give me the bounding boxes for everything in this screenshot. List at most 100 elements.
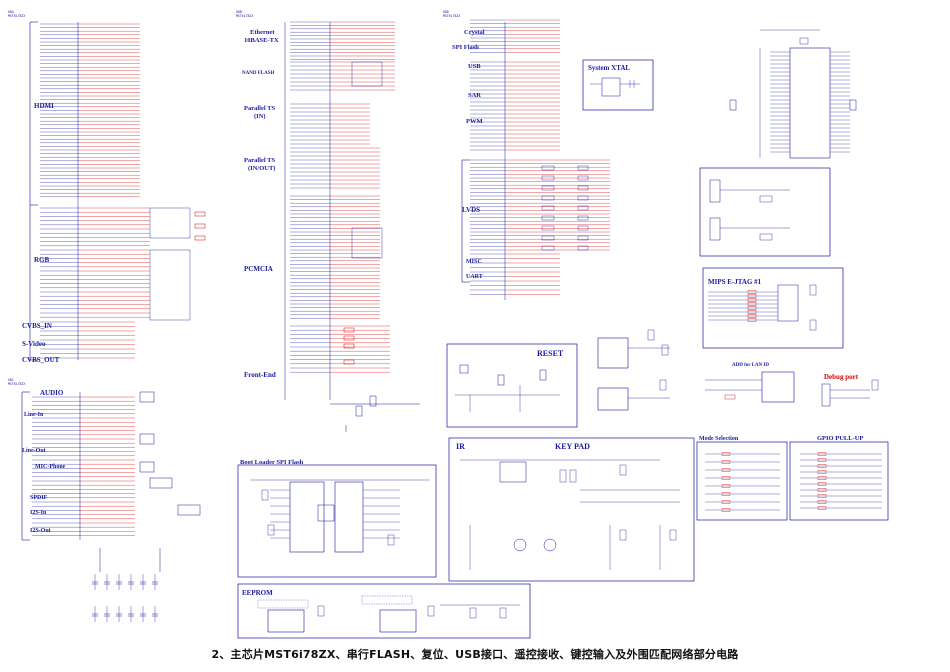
section-pwm: PWM: [466, 118, 483, 125]
component: [577, 175, 589, 181]
component: [577, 165, 589, 171]
component: [577, 205, 589, 211]
section-line-in: Line-In: [24, 412, 44, 418]
section-hdmi: HDMI: [34, 102, 54, 110]
nand-flash-pins: [770, 51, 850, 153]
ir-keypad-block: [448, 437, 695, 582]
component: [577, 195, 589, 201]
section-i2s-in: I2S-In: [30, 510, 47, 516]
component: [541, 165, 555, 171]
ref-label: MST6i78ZX: [8, 382, 25, 386]
pin-list-left: [40, 23, 150, 359]
component: [541, 215, 555, 221]
component: [747, 302, 757, 306]
section-i2s-out: I2S-Out: [30, 528, 51, 534]
component: [577, 185, 589, 191]
gpio-pullup-rows: [800, 452, 882, 510]
decoupling-capacitors: [92, 574, 158, 622]
middle-resistor-arrays: [330, 61, 420, 432]
reset-supervisor-ics: [597, 329, 670, 411]
block-hdmi-rgb: U8A MST6i78ZX: [8, 10, 79, 361]
section-eeprom: EEPROM: [242, 589, 273, 597]
ref-label: U8D: [443, 10, 449, 14]
section-ethernet-line2: 10BASE-TX: [244, 37, 279, 44]
section-cvbs-in: CVBS_IN: [22, 322, 52, 330]
component: [817, 488, 827, 492]
component: [747, 314, 757, 318]
section-boot-loader: Boot Loader SPI Flash: [240, 459, 304, 466]
reset-block: [446, 343, 578, 428]
section-key-pad: KEY PAD: [555, 442, 590, 451]
component: [577, 215, 589, 221]
pin-list-audio: [32, 396, 135, 536]
component: [541, 205, 555, 211]
pin-list-u8d: [470, 19, 610, 295]
section-crystal: Crystal: [464, 29, 485, 36]
section-front-end: Front-End: [244, 371, 276, 379]
lan-id-eeprom: [705, 371, 795, 403]
component: [817, 458, 827, 462]
ref-label: MST6i78ZX: [443, 14, 460, 18]
component: [817, 500, 827, 504]
section-add-for-lan-id: ADD for LAN ID: [732, 363, 769, 368]
debug-port-block: [821, 379, 879, 407]
section-uart: UART: [466, 274, 483, 280]
ref-label: U8A: [8, 10, 14, 14]
section-audio: AUDIO: [40, 389, 64, 397]
component: [721, 484, 731, 488]
figure-caption: 2、主芯片MST6i78ZX、串行FLASH、复位、USB接口、遥控接收、键控输…: [211, 648, 739, 661]
component: [747, 310, 757, 314]
section-spdif: SPDIF: [30, 495, 48, 501]
section-parallel-ts-in: Parallel TS (IN): [244, 105, 277, 120]
section-s-video: S-Video: [22, 340, 46, 348]
section-rgb: RGB: [34, 256, 50, 264]
section-mic-phone: MIC-Phone: [35, 464, 66, 470]
component: [541, 175, 555, 181]
jtag-signal-lines: [708, 290, 778, 322]
component: [541, 235, 555, 241]
section-system-xtal: System XTAL: [588, 64, 630, 72]
section-pcmcia: PCMCIA: [244, 265, 273, 273]
component: [747, 290, 757, 294]
section-mode-selection: Mode Selection: [699, 436, 739, 442]
component: [817, 464, 827, 468]
block-middle: U8B MST6i78ZX: [236, 10, 331, 400]
component: [721, 492, 731, 496]
eeprom-block: [237, 583, 531, 639]
gpio-pullup-block: [789, 441, 889, 521]
component: [721, 452, 731, 456]
component: [721, 460, 731, 464]
section-spi-flash: SPI Flash: [452, 44, 479, 51]
component: [817, 476, 827, 480]
lvds-resistor-bank: [541, 165, 589, 251]
component: [747, 298, 757, 302]
mode-selection-block: [696, 441, 788, 521]
block-u8d: U8D MST6i78ZX: [443, 10, 506, 300]
section-nand-flash: NAND FLASH: [242, 71, 274, 76]
nand-flash-ic: [729, 29, 857, 159]
component: [747, 318, 757, 322]
component: [817, 494, 827, 498]
component: [721, 468, 731, 472]
rgb-resistor-network: [149, 207, 206, 321]
component: [541, 245, 555, 251]
section-cvbs-out: CVBS_OUT: [22, 356, 60, 364]
section-parallel-ts-out: Parallel TS (IN/OUT): [244, 157, 277, 172]
block-audio: U8C MST6i78ZX: [8, 378, 81, 541]
ref-label: MST6i78ZX: [236, 14, 253, 18]
mips-jtag-block: [702, 267, 844, 349]
mode-selection-rows: [705, 452, 780, 512]
section-reset: RESET: [537, 349, 564, 358]
component: [747, 294, 757, 298]
ref-label: MST6i78ZX: [8, 14, 25, 18]
component: [541, 225, 555, 231]
component: [541, 185, 555, 191]
section-ethernet: Ethernet 10BASE-TX: [244, 29, 279, 44]
component: [721, 476, 731, 480]
boot-flash-pins: [270, 489, 400, 539]
boot-loader-spi-flash: [237, 464, 437, 578]
section-ethernet-line1: Ethernet: [250, 29, 275, 36]
section-mips-jtag: MIPS E-JTAG #1: [708, 278, 762, 286]
section-usb: USB: [468, 63, 481, 70]
